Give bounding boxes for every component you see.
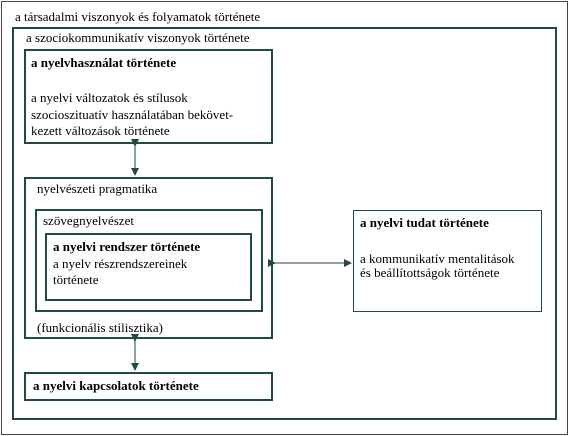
pragmatics-title: nyelvészeti pragmatika <box>37 181 158 196</box>
pragmatics-box <box>24 177 273 339</box>
contacts-title: a nyelvi kapcsolatok története <box>33 378 199 393</box>
system-line-1: a nyelv részrendszereinek <box>53 256 188 271</box>
awareness-line-1: a kommunikatív mentalitások <box>360 251 515 266</box>
contacts-box <box>24 372 273 401</box>
usage-box <box>24 49 273 144</box>
outer-title: a társadalmi viszonyok és folyamatok tör… <box>15 9 261 24</box>
socio-frame <box>12 27 557 420</box>
usage-line-2: szocioszituatív használatában bekövet- <box>31 107 234 122</box>
awareness-box <box>353 210 542 312</box>
socio-title: a szociokommunikatív viszonyok története <box>26 30 250 45</box>
usage-title: a nyelvhasználat története <box>31 55 177 70</box>
awareness-line-2: és beállítottságok története <box>360 265 500 280</box>
system-line-2: története <box>53 272 99 287</box>
awareness-title: a nyelvi tudat története <box>360 215 489 230</box>
textling-title: szövegnyelvészet <box>43 213 134 228</box>
usage-line-3: kezett változások története <box>31 123 170 138</box>
system-box <box>45 233 252 301</box>
usage-line-1: a nyelvi változatok és stílusok <box>31 90 188 105</box>
pragmatics-footer: (funkcionális stilisztika) <box>37 320 164 335</box>
textling-box <box>35 209 263 312</box>
system-title: a nyelvi rendszer története <box>53 239 201 254</box>
